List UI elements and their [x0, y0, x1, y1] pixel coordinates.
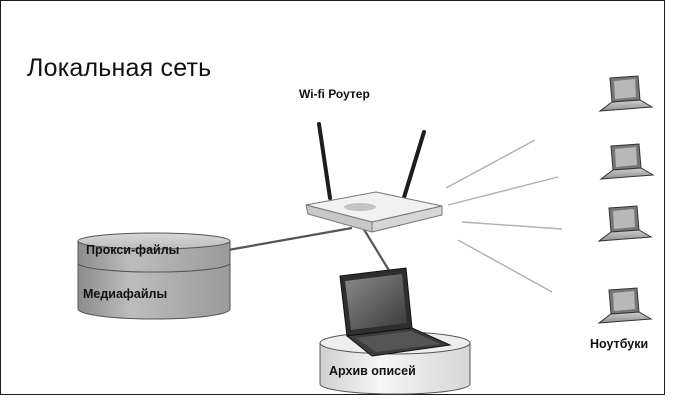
media-files-label: Медиафайлы — [83, 287, 168, 301]
laptop-icon — [597, 205, 653, 242]
wireless-line-2 — [447, 176, 559, 206]
laptop-icon — [597, 287, 653, 324]
wireless-line-1 — [445, 139, 536, 189]
laptop-icon — [599, 143, 655, 180]
archive-label: Архив описей — [329, 364, 416, 378]
notebooks-label: Ноутбуки — [590, 337, 649, 351]
proxy-files-label: Прокси-файлы — [86, 243, 180, 257]
archive-laptop-icon — [339, 267, 452, 357]
cable-router-laptop — [359, 222, 391, 273]
diagram-frame — [0, 0, 665, 395]
laptop-icon — [598, 75, 654, 112]
storage-cylinder-icon — [77, 232, 231, 320]
wifi-router-icon — [305, 122, 443, 233]
wireless-line-3 — [461, 221, 563, 230]
wireless-line-4 — [457, 239, 553, 293]
cable-storage-router — [227, 226, 353, 252]
cable-links — [227, 222, 391, 273]
page-title: Локальная сеть — [27, 54, 212, 82]
router-label: Wi-fi Роутер — [299, 87, 370, 101]
wireless-links — [445, 139, 563, 293]
